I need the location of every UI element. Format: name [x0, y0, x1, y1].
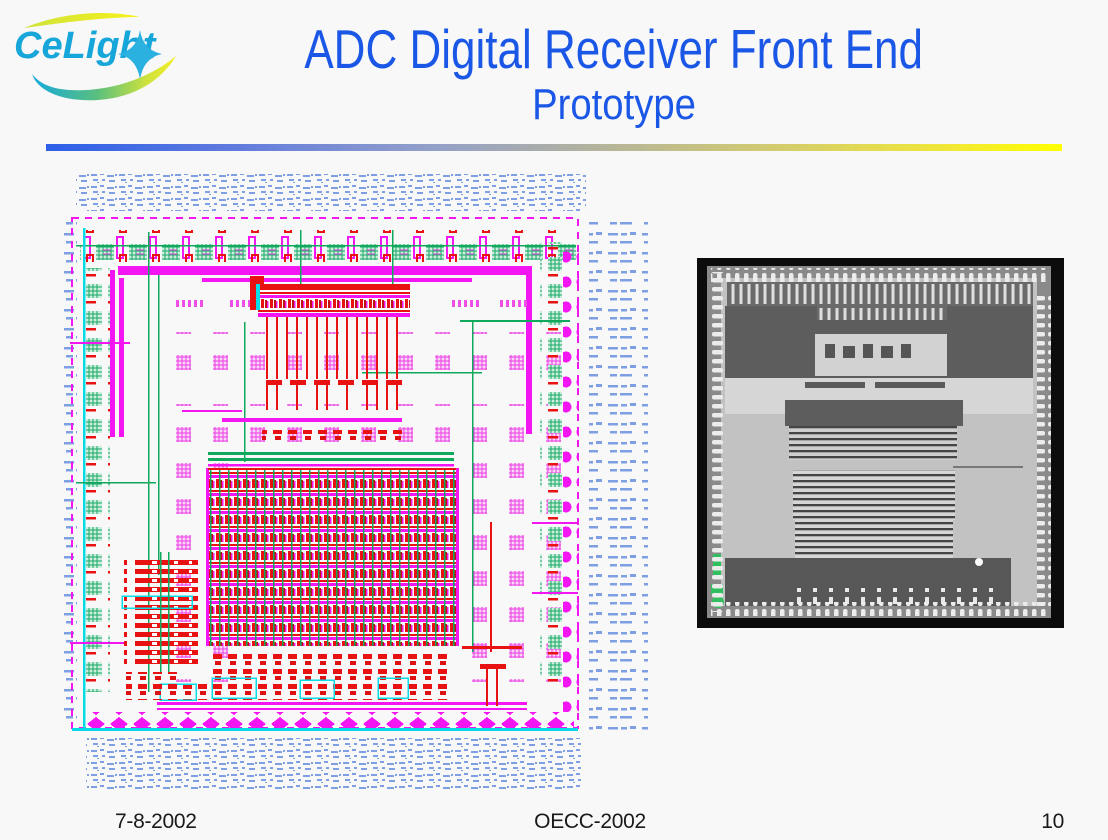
- title-block: ADC Digital Receiver Front End Prototype: [180, 20, 1048, 128]
- page-title: ADC Digital Receiver Front End: [304, 18, 924, 80]
- die-photo-image: [697, 258, 1064, 628]
- chip-layout-image: [62, 174, 648, 790]
- footer-conference: OECC-2002: [534, 810, 646, 833]
- page-subtitle: Prototype: [532, 80, 696, 129]
- divider-gradient-rule: [46, 144, 1062, 151]
- celight-logo-icon: CeLight: [14, 12, 176, 101]
- page-number: 10: [1041, 810, 1064, 833]
- die-photo-figure: [697, 258, 1064, 628]
- footer-date: 7-8-2002: [115, 810, 197, 833]
- chip-layout-figure: [62, 172, 648, 795]
- celight-logo: CeLight: [8, 4, 196, 112]
